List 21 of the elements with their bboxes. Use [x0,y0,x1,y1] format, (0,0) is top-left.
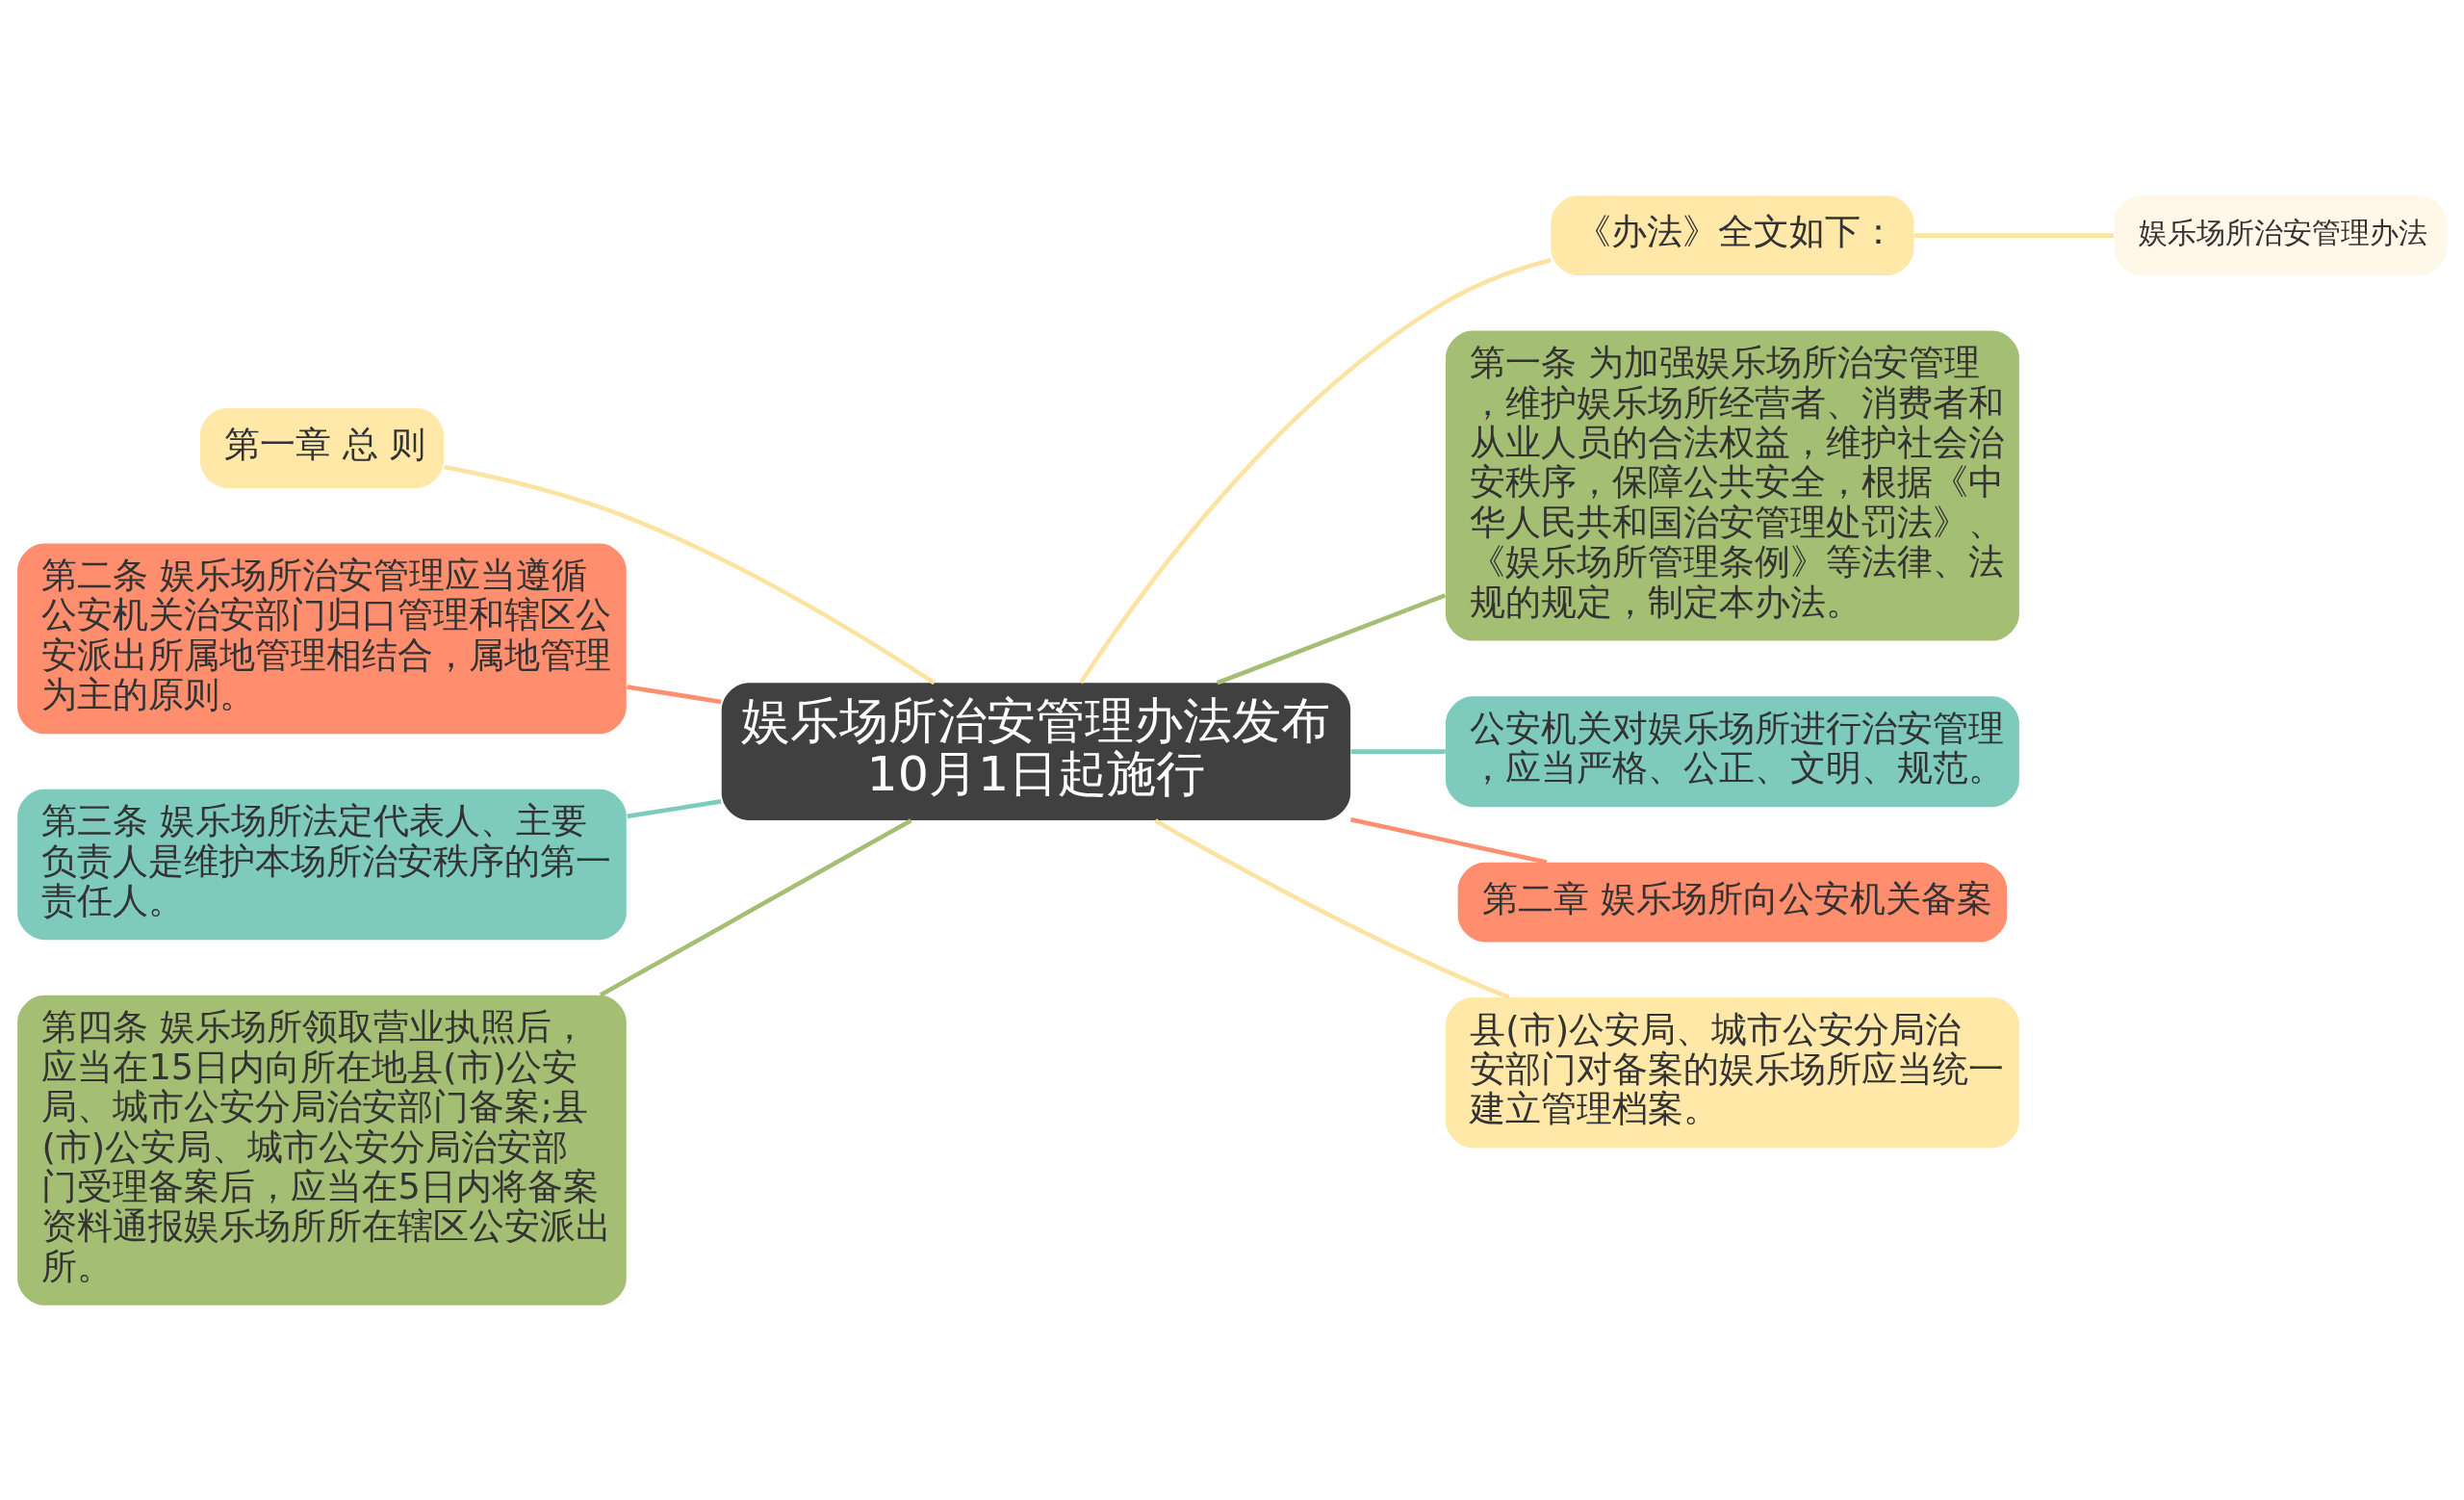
node-box: 娱乐场所治安管理办法发布 10月1日起施行 [721,682,1351,820]
node-box: 第二章 娱乐场所向公安机关备案 [1457,862,2008,942]
connector [1349,816,1548,865]
node-box: 第三条 娱乐场所法定代表人、主要负责人是维护本场所治安秩序的第一责任人。 [17,789,627,940]
connector [1216,592,1447,685]
node-box: 《办法》全文如下： [1551,194,1914,275]
node-box: 第四条 娱乐场所领取营业执照后，应当在15日内向所在地县(市)公安局、城市公安分局治安部门备案;县(市)公安局、城市公安分局治安部门受理备案后，应当在5日内将备案资料通报娱乐场所所在辖区公安派出所。 [17,995,627,1306]
node-box: 县(市)公安局、城市公安分局治安部门对备案的娱乐场所应当统一建立管理档案。 [1446,996,2019,1148]
node-box: 娱乐场所治安管理办法 [2114,194,2447,275]
node-box: 第二条 娱乐场所治安管理应当遵循公安机关治安部门归口管理和辖区公安派出所属地管理相结合，属地管理为主的原则。 [17,542,627,734]
connector [1154,817,1510,999]
connector [444,464,936,685]
node-box: 第一章 总 则 [199,407,444,488]
connector [1079,257,1552,684]
node-box: 公安机关对娱乐场所进行治安管理，应当严格、公正、文明、规范。 [1446,695,2019,807]
connector [627,684,722,704]
connector [1913,232,2114,238]
node-box: 第一条 为加强娱乐场所治安管理，维护娱乐场所经营者、消费者和从业人员的合法权益，维护社会治安秩序，保障公共安全，根据《中华人民共和国治安管理处罚法》、《娱乐场所管理条例》等法律、法规的规定，制定本办法。 [1446,330,2019,641]
connector [627,798,722,818]
connector [599,817,912,996]
connector [1350,748,1446,754]
